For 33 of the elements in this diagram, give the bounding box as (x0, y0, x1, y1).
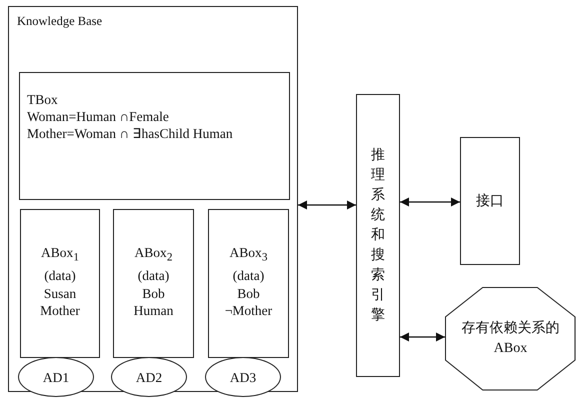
node-text: Human (132, 302, 174, 320)
process-box (113, 209, 194, 358)
node-text: (data) (136, 267, 170, 285)
node-text: AD2 (136, 368, 162, 386)
node-text: 接口 (476, 192, 504, 210)
process-box (356, 94, 400, 377)
node-text: Bob (141, 284, 166, 302)
node-text: ¬Mother (224, 302, 274, 320)
node-text: ABox$_{2}$ (134, 244, 174, 266)
process-box (20, 209, 100, 358)
node-text: (data) (232, 267, 266, 285)
node-text: ABox$_{1}$ (40, 244, 80, 266)
node-text: Bob (236, 284, 261, 302)
node-text: Woman=Human ∩Female (27, 108, 170, 125)
node-text: Susan (42, 284, 78, 302)
double-arrow (400, 332, 445, 342)
node-text: AD1 (42, 368, 70, 386)
box-title: Knowledge Base (17, 13, 104, 30)
node-text: Mother (39, 302, 81, 320)
process-box (460, 137, 520, 265)
process-box (19, 72, 290, 200)
node-text: Mother=Woman ∩ ∃hasChild Human (27, 125, 234, 142)
octagon-node (445, 287, 576, 391)
node-text: ABox$_{3}$ (228, 244, 268, 266)
vertical-text: 推理系统和搜索引擎 (371, 146, 385, 324)
double-arrow (298, 200, 356, 210)
process-box (208, 209, 289, 358)
node-text: 存有依赖关系的ABox (460, 319, 560, 358)
node-text: (data) (43, 267, 77, 285)
container-box (8, 6, 298, 392)
double-arrow (400, 198, 460, 206)
box-title: TBox (27, 91, 59, 108)
node-text: AD3 (230, 368, 256, 386)
